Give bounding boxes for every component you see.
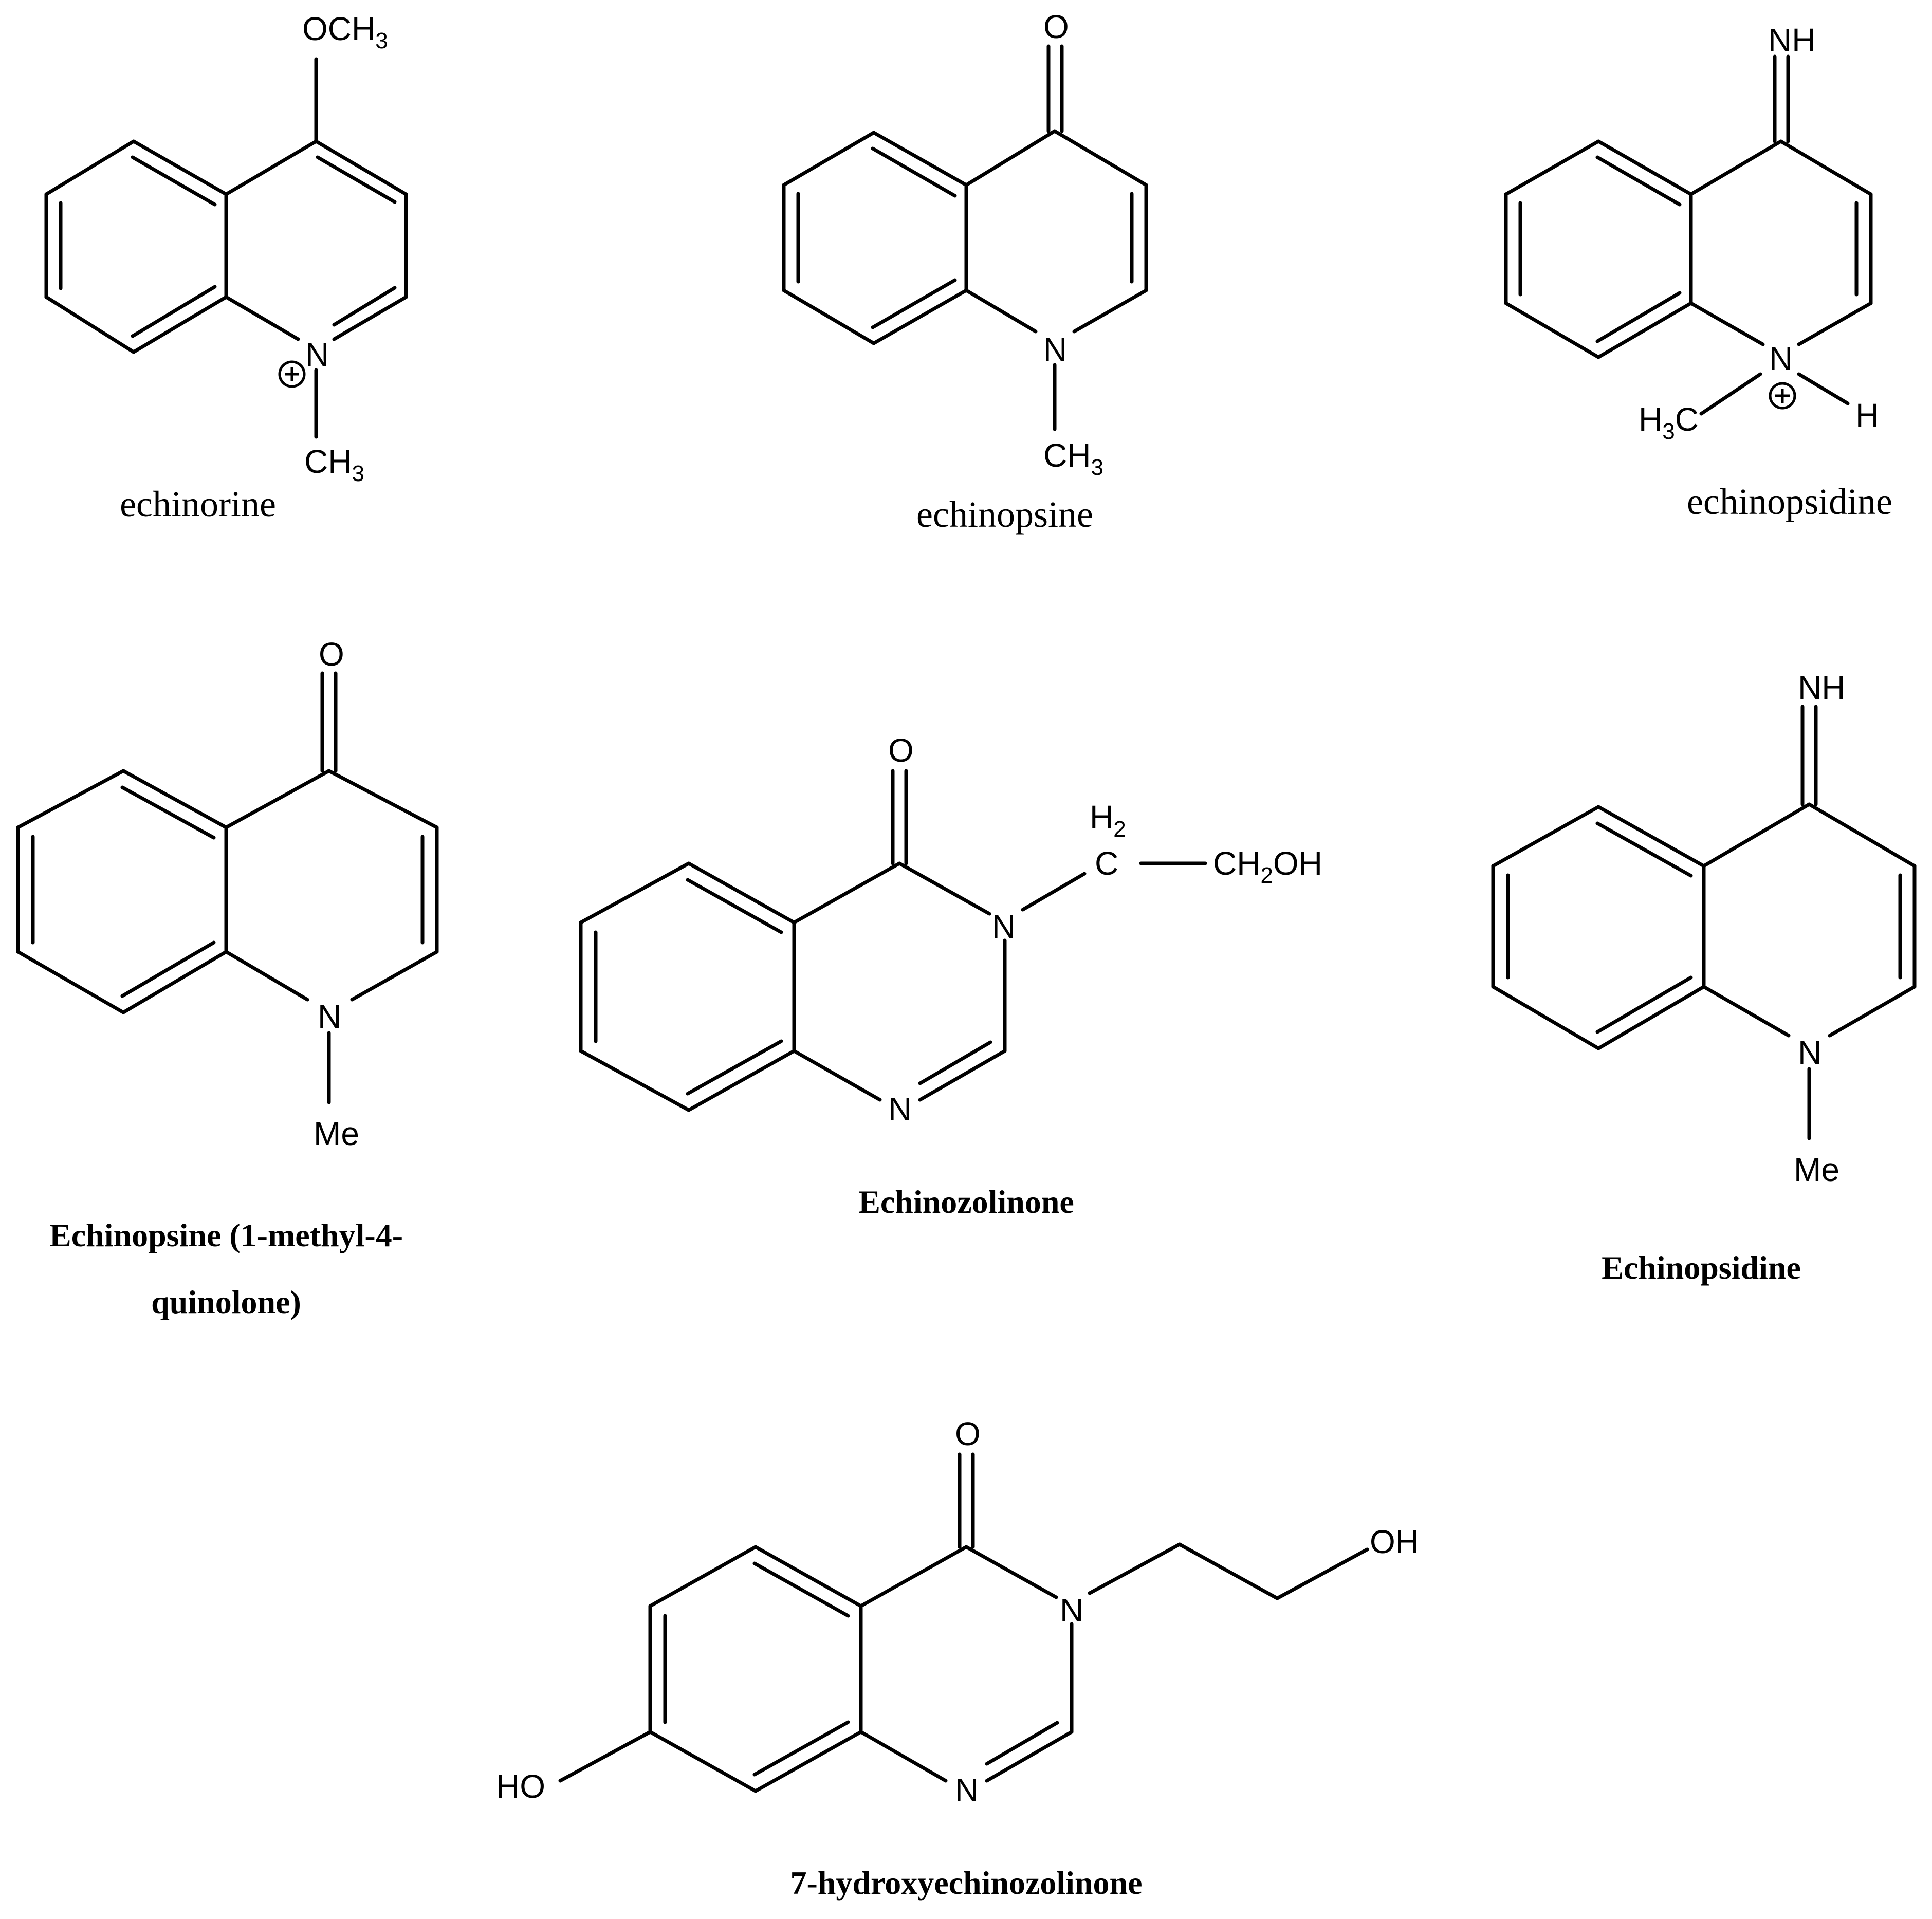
compound-name-line2: quinolone) — [151, 1284, 301, 1320]
atom-nitrogen: N — [888, 1091, 912, 1128]
atom-methyl: Me — [1794, 1151, 1839, 1188]
atom-carbon: C — [1095, 845, 1118, 882]
atom-label: CH — [1043, 437, 1091, 474]
positive-charge-icon — [1769, 382, 1796, 410]
atom-oxygen: O — [319, 636, 344, 673]
atom-subscript: 3 — [352, 461, 364, 486]
atom-subscript: 2 — [1260, 863, 1273, 888]
compound-name: 7-hydroxyechinozolinone — [790, 1865, 1142, 1901]
atom-imine: NH — [1798, 669, 1845, 706]
atom-label: C — [1675, 401, 1699, 438]
atom-nitrogen: N — [1798, 1034, 1821, 1071]
atom-label: OH — [1273, 845, 1322, 882]
compound-name: Echinozolinone — [858, 1184, 1074, 1220]
structure-echinopsidine: NH N H3C H echinopsidine — [1504, 22, 1892, 522]
atom-nitrogen: N — [1043, 331, 1067, 368]
atom-nitrogen: N — [992, 908, 1016, 945]
atom-subscript: 3 — [1091, 455, 1103, 480]
atom-nitrogen: N — [955, 1772, 979, 1809]
atom-methyl: Me — [314, 1115, 359, 1152]
atom-label: H — [352, 10, 375, 47]
structure-echinopsidine-bold: NH N Me Echinopsidine — [1491, 669, 1917, 1286]
atom-nitrogen: N — [1060, 1592, 1083, 1629]
atom-label: CH — [1213, 845, 1260, 882]
structure-echinozolinone: O N N H2 C CH2OH Echinozolinone — [579, 732, 1322, 1220]
atom-nitrogen: N — [318, 998, 341, 1035]
atom-hydroxyl: HO — [496, 1768, 545, 1805]
atom-subscript: 3 — [375, 28, 388, 53]
svg-text:CH3: CH3 — [1043, 437, 1103, 480]
atom-imine: NH — [1768, 22, 1815, 59]
atom-label: H — [1090, 799, 1113, 836]
atom-subscript: 2 — [1113, 817, 1126, 842]
atom-nitrogen: N — [1769, 340, 1793, 377]
atom-hydrogen: H — [1855, 397, 1879, 434]
svg-text:OCH3: OCH3 — [302, 10, 388, 53]
atom-label: OC — [302, 10, 352, 47]
svg-text:CH3: CH3 — [304, 443, 364, 486]
compound-name-line1: Echinopsine (1-methyl-4- — [49, 1217, 403, 1253]
structure-echinopsine-bold: O N Me Echinopsine (1-methyl-4- quinolon… — [16, 636, 439, 1320]
compound-name: echinorine — [120, 484, 276, 525]
atom-nitrogen: N — [305, 336, 329, 373]
atom-hydroxyl: OH — [1370, 1523, 1419, 1560]
compound-name: echinopsidine — [1687, 481, 1892, 522]
structure-echinopsine: O N CH3 echinopsine — [782, 8, 1148, 535]
atom-label: H — [1639, 401, 1662, 438]
atom-oxygen: O — [955, 1415, 981, 1452]
atom-label: CH — [304, 443, 352, 480]
atom-oxygen: O — [888, 732, 914, 769]
svg-text:CH2OH: CH2OH — [1213, 845, 1322, 888]
structure-7-hydroxyechinozolinone: O N N HO OH 7-hydroxyechinozolinone — [496, 1415, 1419, 1901]
compound-name: echinopsine — [916, 494, 1093, 535]
structure-echinorine: OCH3 N CH3 echinorine — [44, 10, 408, 525]
svg-text:H3C: H3C — [1639, 401, 1699, 444]
atom-oxygen: O — [1043, 8, 1069, 45]
svg-text:H2: H2 — [1090, 799, 1126, 842]
positive-charge-icon — [278, 360, 306, 388]
compound-name: Echinopsidine — [1602, 1249, 1801, 1286]
atom-subscript: 3 — [1662, 419, 1675, 444]
